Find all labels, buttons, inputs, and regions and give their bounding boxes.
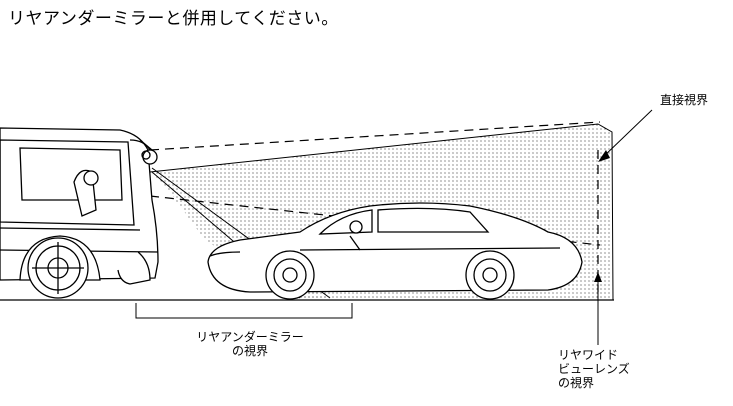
direct-view-arrowhead (598, 150, 610, 162)
under-mirror-view-label: リヤアンダーミラー の視界 (175, 330, 325, 358)
direct-view-label: 直接視界 (660, 93, 709, 107)
wide-lens-view-label: リヤワイド ビューレンズ の視界 (558, 348, 630, 390)
under-mirror-view-label-line2: の視界 (231, 344, 268, 358)
wide-lens-arrowhead (594, 272, 602, 282)
instruction-caption: リヤアンダーミラーと併用してください。 (8, 9, 339, 29)
wide-lens-view-label-line3: の視界 (558, 376, 595, 390)
wide-lens-view-label-line2: ビューレンズ (558, 362, 630, 376)
van-illustration (0, 127, 159, 299)
direct-view-upper-line (149, 121, 601, 151)
under-mirror-bracket (135, 303, 353, 319)
direct-view-leader (601, 109, 653, 159)
sedan-illustration (207, 202, 583, 300)
under-mirror-view-label-line1: リヤアンダーミラー (196, 330, 304, 344)
wide-lens-view-label-line1: リヤワイド (558, 348, 619, 362)
wide-view-area-edge (149, 123, 614, 301)
